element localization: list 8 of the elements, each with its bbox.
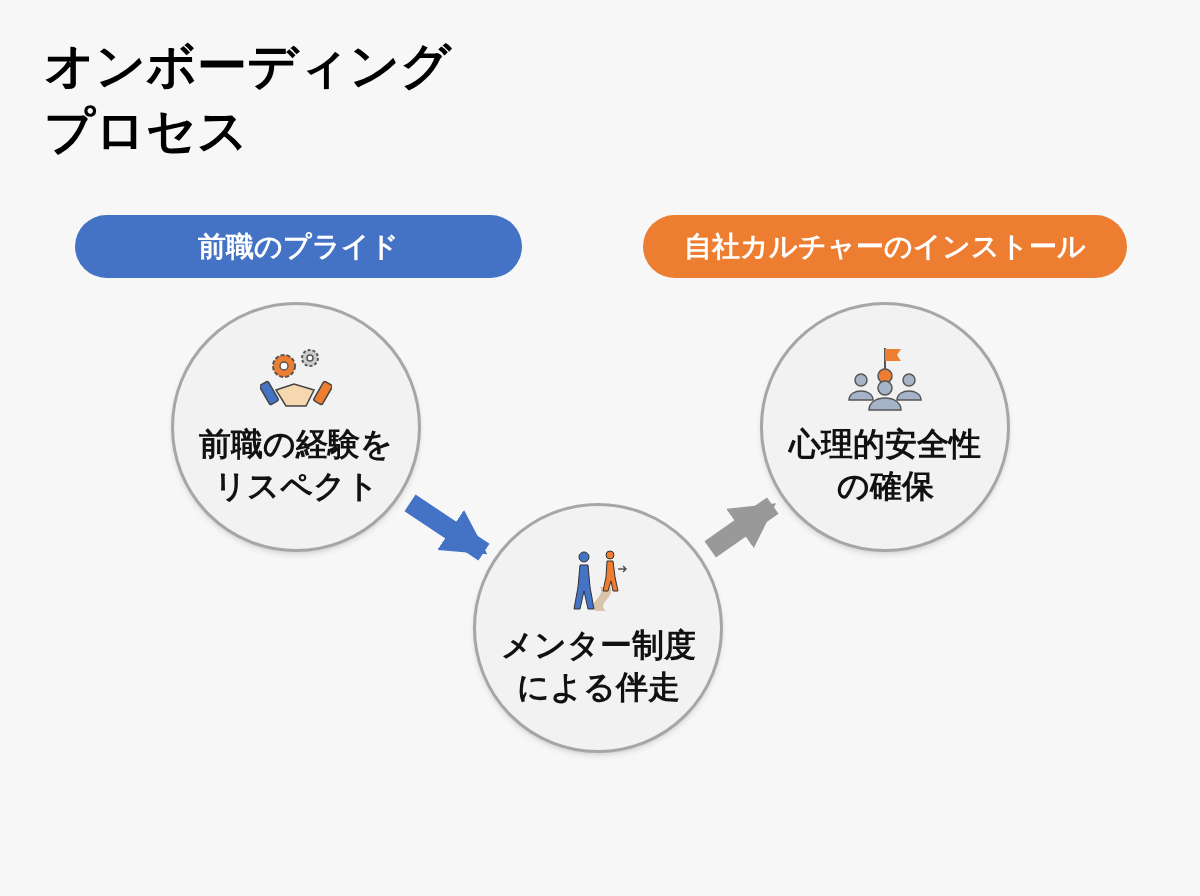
arrow [404,494,490,561]
title: オンボーディングプロセス [44,37,453,161]
stage-banner: 自社カルチャーのインストール [643,215,1127,278]
step-label: 前職の経験をリスペクト [198,425,394,506]
step-label: 心理的安全性の確保 [787,425,982,506]
stage-banner: 前職のプライド [75,215,522,278]
arrow [704,497,779,558]
step-label: メンター制度による伴走 [500,626,696,707]
